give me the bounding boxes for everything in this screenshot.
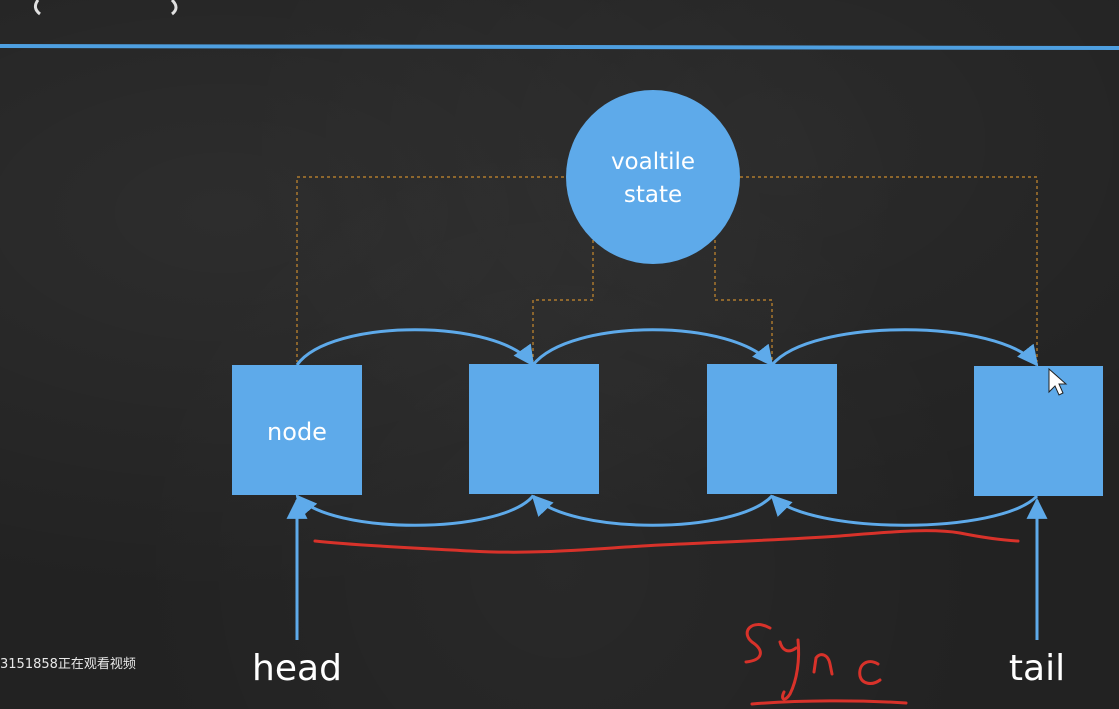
queue-node-3: [707, 364, 837, 494]
handwritten-underline: [313, 529, 1020, 554]
next-arrow-3: [770, 328, 1039, 367]
prev-arrow-2: [531, 494, 774, 527]
queue-node-2: [469, 364, 599, 494]
mouse-cursor-icon: [1048, 367, 1068, 396]
next-arrow-2: [531, 328, 774, 367]
prev-arrow-3: [770, 494, 1039, 527]
volatile-state-circle: [566, 90, 740, 264]
handwritten-sync-annotation: [744, 623, 908, 706]
tail-label: tail: [1009, 648, 1065, 689]
cropped-title-glyph: [33, 0, 41, 16]
dashed-link-tail: [740, 176, 1038, 362]
queue-node-1: [232, 365, 362, 495]
circle-label-line2: state: [624, 182, 682, 208]
dashed-link-node-3: [714, 240, 773, 362]
head-label: head: [252, 648, 342, 689]
dashed-link-head: [296, 176, 570, 362]
queue-node-4: [974, 366, 1103, 496]
prev-arrow-1: [295, 494, 535, 527]
circle-label-line1: voaltile: [611, 149, 695, 175]
dashed-link-node-2: [532, 240, 594, 362]
next-arrow-1: [295, 328, 535, 367]
node-label: node: [267, 418, 327, 446]
viewer-count-overlay: 3151858正在观看视频: [0, 657, 136, 672]
top-divider-line: [0, 44, 1119, 50]
cropped-title-glyph: [170, 0, 178, 16]
